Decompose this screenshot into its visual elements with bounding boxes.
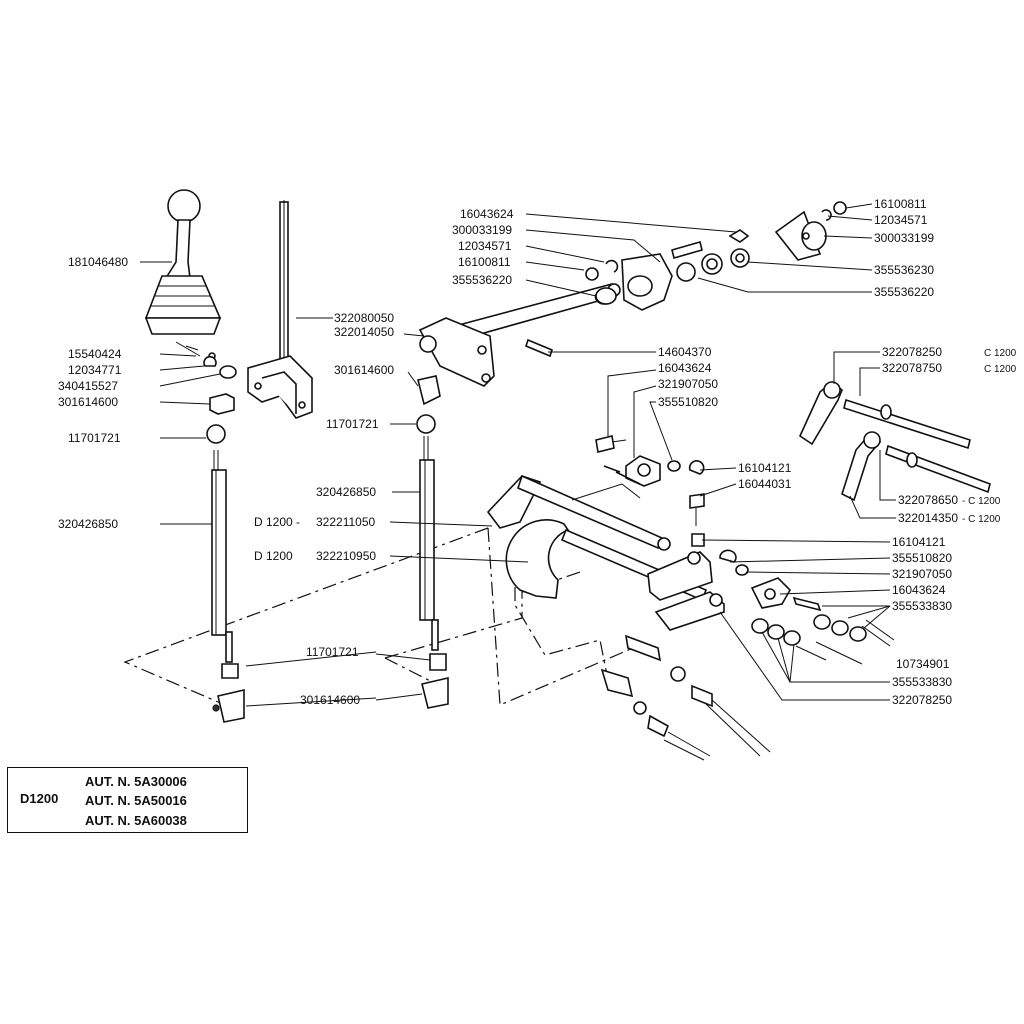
part-label: 10734901: [896, 657, 950, 671]
shift-forks: [486, 474, 725, 631]
model-info-box: D1200 AUT. N. 5A30006 AUT. N. 5A50016 AU…: [7, 767, 248, 833]
part-suffix: - C 1200: [962, 514, 1001, 525]
part-label: 322078650: [898, 493, 958, 507]
part-label: 12034571: [458, 239, 512, 253]
part-label: 300033199: [874, 231, 934, 245]
aut-number-3: AUT. N. 5A60038: [85, 813, 187, 828]
part-suffix: C 1200: [984, 348, 1017, 359]
part-label: 16044031: [738, 477, 792, 491]
part-label: 320426850: [316, 485, 376, 499]
top-flange-parts: [585, 201, 847, 311]
part-label: 340415527: [58, 379, 118, 393]
part-label: 11701721: [68, 431, 121, 445]
part-label: 301614600: [334, 363, 394, 377]
part-label: 321907050: [892, 567, 952, 581]
part-prefix: D 1200 -: [254, 515, 300, 529]
part-label: 16104121: [892, 535, 946, 549]
part-label: 355536230: [874, 263, 934, 277]
part-label: 12034771: [68, 363, 122, 377]
part-label: 355510820: [658, 395, 718, 409]
part-label: 301614600: [300, 693, 360, 707]
right-lower-parts: [719, 549, 895, 661]
part-label: 16043624: [460, 207, 514, 221]
part-label: 355536220: [874, 285, 934, 299]
part-label: 355533830: [892, 599, 952, 613]
spring-pin: [525, 338, 553, 358]
part-label: 321907050: [658, 377, 718, 391]
leader-lines: [140, 203, 896, 707]
part-label: 355536220: [452, 273, 512, 287]
part-label: 320426850: [58, 517, 118, 531]
part-labels: 181046480 322080050 322014050 15540424 1…: [58, 197, 1017, 707]
part-label: 355510820: [892, 551, 952, 565]
part-suffix: C 1200: [984, 364, 1017, 375]
part-label: 14604370: [658, 345, 712, 359]
model-label: D1200: [20, 791, 59, 806]
detent-parts: [571, 435, 705, 547]
part-label: 322014050: [334, 325, 394, 339]
part-label: 16043624: [892, 583, 946, 597]
part-label: 322078250: [892, 693, 952, 707]
part-label: 15540424: [68, 347, 122, 361]
aut-number-1: AUT. N. 5A30006: [85, 774, 187, 789]
part-label: 11701721: [326, 417, 379, 431]
part-label: 322078250: [882, 345, 942, 359]
part-label: 16100811: [874, 197, 927, 211]
part-label: 322080050: [334, 311, 394, 325]
part-suffix: - C 1200: [962, 496, 1001, 507]
assembly-dash-outline: [123, 527, 641, 709]
shift-rod-bracket: [247, 200, 313, 419]
part-label: 11701721: [306, 645, 359, 659]
part-label: 300033199: [452, 223, 512, 237]
left-link-rod: [211, 450, 245, 723]
aut-number-2: AUT. N. 5A50016: [85, 793, 187, 808]
selector-shaft: [418, 283, 621, 387]
part-label: 16104121: [738, 461, 792, 475]
part-label: 16100811: [458, 255, 511, 269]
part-label: 322211050: [316, 515, 376, 529]
c1200-levers: [798, 380, 991, 502]
part-label: 16043624: [658, 361, 712, 375]
part-label: 12034571: [874, 213, 928, 227]
part-label: 322014350: [898, 511, 958, 525]
right-link-rod: [416, 375, 449, 709]
part-label: 181046480: [68, 255, 128, 269]
lower-fittings: [600, 634, 771, 761]
part-label: 322078750: [882, 361, 942, 375]
part-label: 301614600: [58, 395, 118, 409]
left-small-parts: [175, 341, 237, 444]
part-prefix: D 1200: [254, 549, 293, 563]
part-label: 355533830: [892, 675, 952, 689]
part-label: 322210950: [316, 549, 376, 563]
gear-lever: [144, 189, 222, 335]
